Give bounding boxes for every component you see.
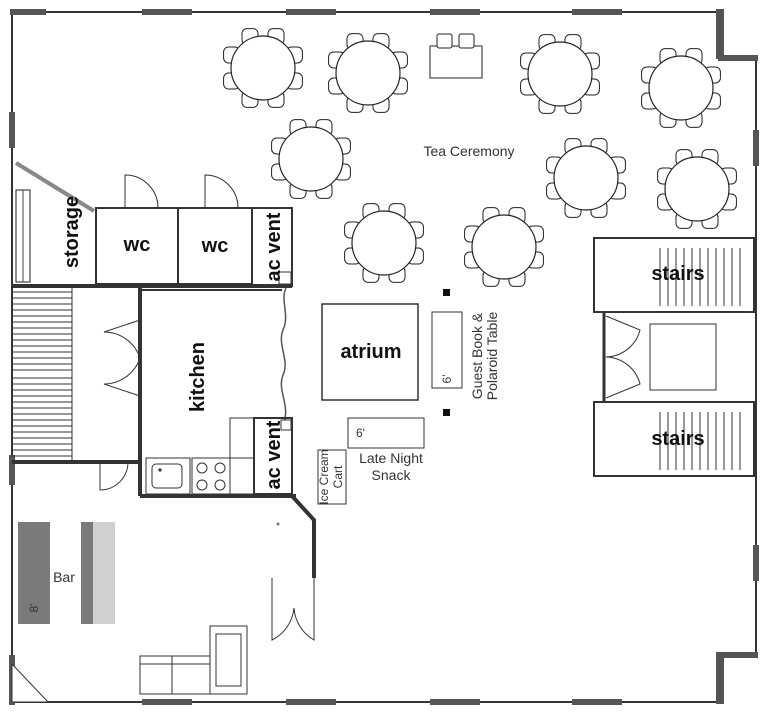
round-table [344,203,424,283]
round-table [546,138,626,218]
guest-book-label-line1: Guest Book & [469,312,485,399]
tea-ceremony-label: Tea Ceremony [423,143,514,159]
table-top [230,35,296,101]
atrium-label: atrium [340,341,401,363]
wc-label-2: wc [201,235,229,257]
round-table [657,149,737,229]
table-top [648,55,714,121]
wc-label-1: wc [123,234,151,256]
back-bar-dark [81,522,93,624]
ice-cream-label-line2: Cart [331,465,345,488]
bar-entry-wall [290,494,316,578]
late-night-size: 6' [356,426,365,440]
table-top [664,156,730,222]
table-top [527,41,593,107]
stair-landing [602,312,717,402]
ac-vent-label-upper: ac vent [263,212,285,281]
storage-area: storage [14,161,96,283]
guest-book-table: 6' Guest Book & Polaroid Table [431,289,500,416]
ac-vent-lower: ac vent [253,417,293,495]
ac-vent-label-lower: ac vent [263,420,285,489]
round-table [464,207,544,287]
bar-label: Bar [53,569,75,585]
stairs-lower: stairs [593,401,755,477]
lounge-sofa [139,625,248,695]
table-top [553,145,619,211]
ac-vent-upper: ac vent [251,207,293,287]
round-table [271,119,351,199]
stairs-label-upper: stairs [651,263,704,285]
atrium: atrium [321,303,419,401]
small-table [429,33,483,79]
round-tables [223,28,737,287]
left-walls [12,284,292,496]
late-night-label-line1: Late Night [359,450,423,466]
guest-book-size: 6' [440,375,454,384]
table-top [335,40,401,106]
round-table [223,28,303,108]
bar-size-label: 8' [27,604,41,613]
table-top [351,210,417,276]
stairs-label-lower: stairs [651,428,704,450]
ice-cream-cart: Ice Cream Cart [317,449,347,505]
bar-counter [18,522,50,624]
bar-entry-door [271,578,315,641]
back-bar-light [93,522,115,624]
corridor-door [99,461,129,491]
round-table [328,33,408,113]
table-top [471,214,537,280]
table-top [278,126,344,192]
corner-wedge [11,662,50,703]
kitchen-room: kitchen [140,287,296,498]
late-night-snack-table: 6' Late Night Snack [347,417,425,483]
guest-book-label-line2: Polaroid Table [484,312,500,401]
kitchen-label: kitchen [187,342,209,412]
left-stairs [12,286,73,462]
storage-label: storage [61,196,83,268]
ice-cream-label-line1: Ice Cream [317,449,331,504]
kitchen-door [103,319,141,397]
round-table [520,34,600,114]
stairs-upper: stairs [593,237,755,313]
bar-area: Bar 8' [18,522,115,624]
late-night-label-line2: Snack [372,467,412,483]
round-table [641,48,721,128]
restrooms [95,174,253,285]
